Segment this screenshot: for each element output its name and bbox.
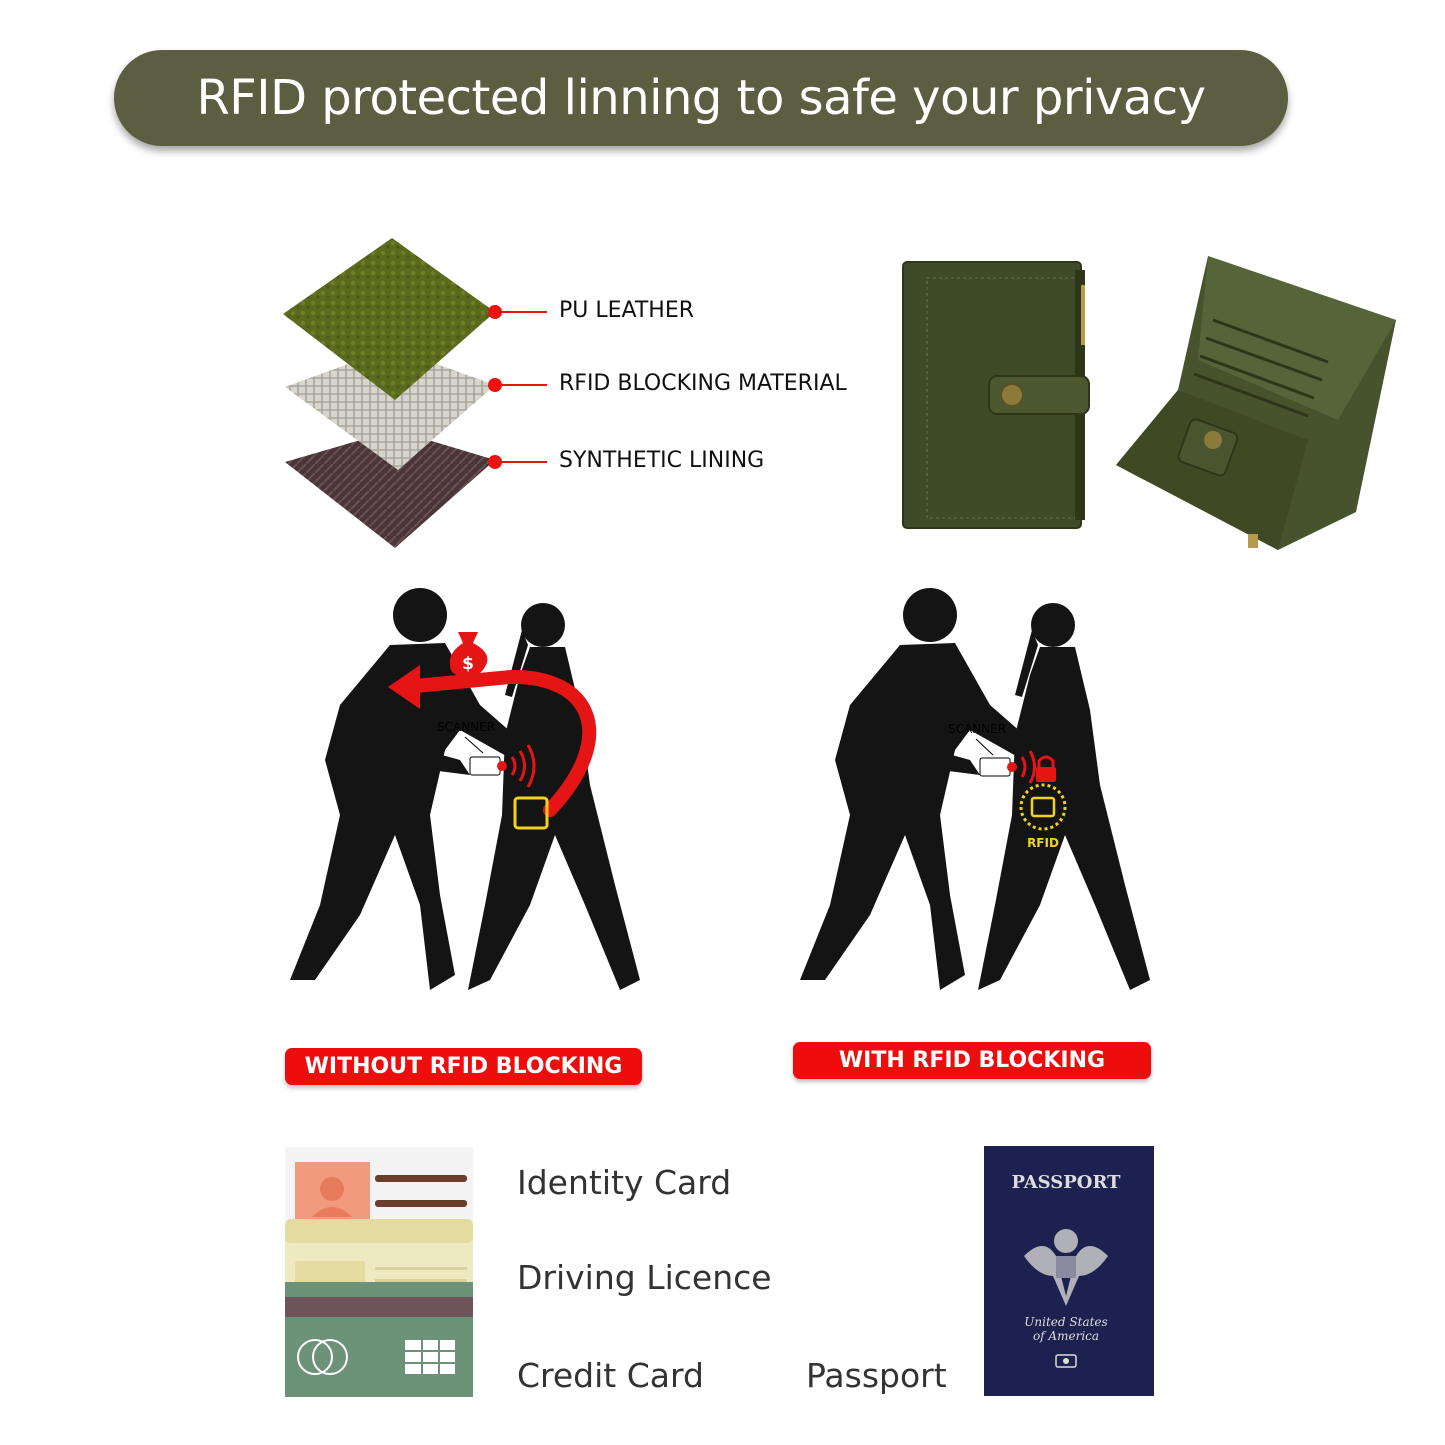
connector-dot — [488, 455, 502, 469]
scene-without-rfid: $ SCANNER — [290, 588, 640, 990]
woman-silhouette — [468, 603, 640, 990]
caption-with-rfid: WITH RFID BLOCKING — [793, 1042, 1151, 1079]
pu-leather-layer — [283, 238, 495, 400]
doc-label-driving: Driving Licence — [517, 1258, 772, 1297]
eagle-seal-icon — [1024, 1229, 1108, 1306]
scene-with-rfid: SCANNER RFID — [800, 588, 1150, 990]
thief-silhouette — [800, 588, 1030, 990]
theft-arrow — [398, 669, 597, 817]
connector-dot — [488, 305, 502, 319]
doc-label-credit: Credit Card — [517, 1356, 704, 1395]
layer-label-rfid-blocking: RFID BLOCKING MATERIAL — [559, 371, 847, 396]
arrow-head-icon — [388, 665, 420, 709]
connector-dot — [488, 378, 502, 392]
woman-silhouette — [978, 603, 1150, 990]
doc-label-passport: Passport — [806, 1356, 947, 1395]
scanner-label: SCANNER — [948, 722, 1006, 736]
doc-label-identity: Identity Card — [517, 1163, 732, 1202]
wallet-icon — [1030, 796, 1056, 818]
cards-illustration — [285, 1147, 473, 1397]
thief-silhouette — [290, 588, 520, 990]
passport-title: PASSPORT — [1011, 1172, 1121, 1193]
scanner-label: SCANNER — [437, 720, 495, 734]
passport-country-line1: United States — [1024, 1315, 1107, 1329]
money-bag-icon: $ — [449, 632, 488, 677]
biometric-chip-icon — [1055, 1354, 1077, 1368]
padlock-icon — [1036, 755, 1056, 782]
wallet-closed-image — [902, 261, 1090, 529]
signal-waves-icon — [510, 744, 536, 788]
wallet-icon — [513, 796, 549, 830]
scanner-device-icon — [469, 756, 501, 776]
passport-cover-image: PASSPORT United States of America — [984, 1146, 1154, 1396]
passport-country-line2: of America — [1033, 1329, 1099, 1343]
title-banner: RFID protected linning to safe your priv… — [114, 50, 1288, 146]
caption-without-rfid: WITHOUT RFID BLOCKING — [285, 1048, 642, 1085]
svg-text:$: $ — [462, 654, 474, 674]
layer-label-synthetic-lining: SYNTHETIC LINING — [559, 448, 765, 473]
rfid-badge: RFID — [1027, 836, 1059, 850]
scanner-device-icon — [979, 757, 1011, 777]
layer-label-pu-leather: PU LEATHER — [559, 298, 695, 323]
rfid-shield-ring — [1019, 783, 1067, 831]
material-layers-illustration — [283, 238, 495, 548]
wallet-open-image — [1116, 256, 1396, 550]
banner-title: RFID protected linning to safe your priv… — [196, 70, 1206, 126]
layer-connectors — [488, 305, 547, 469]
rfid-blocking-layer — [285, 348, 495, 470]
signal-waves-icon — [1020, 750, 1036, 784]
synthetic-lining-layer — [285, 430, 495, 548]
